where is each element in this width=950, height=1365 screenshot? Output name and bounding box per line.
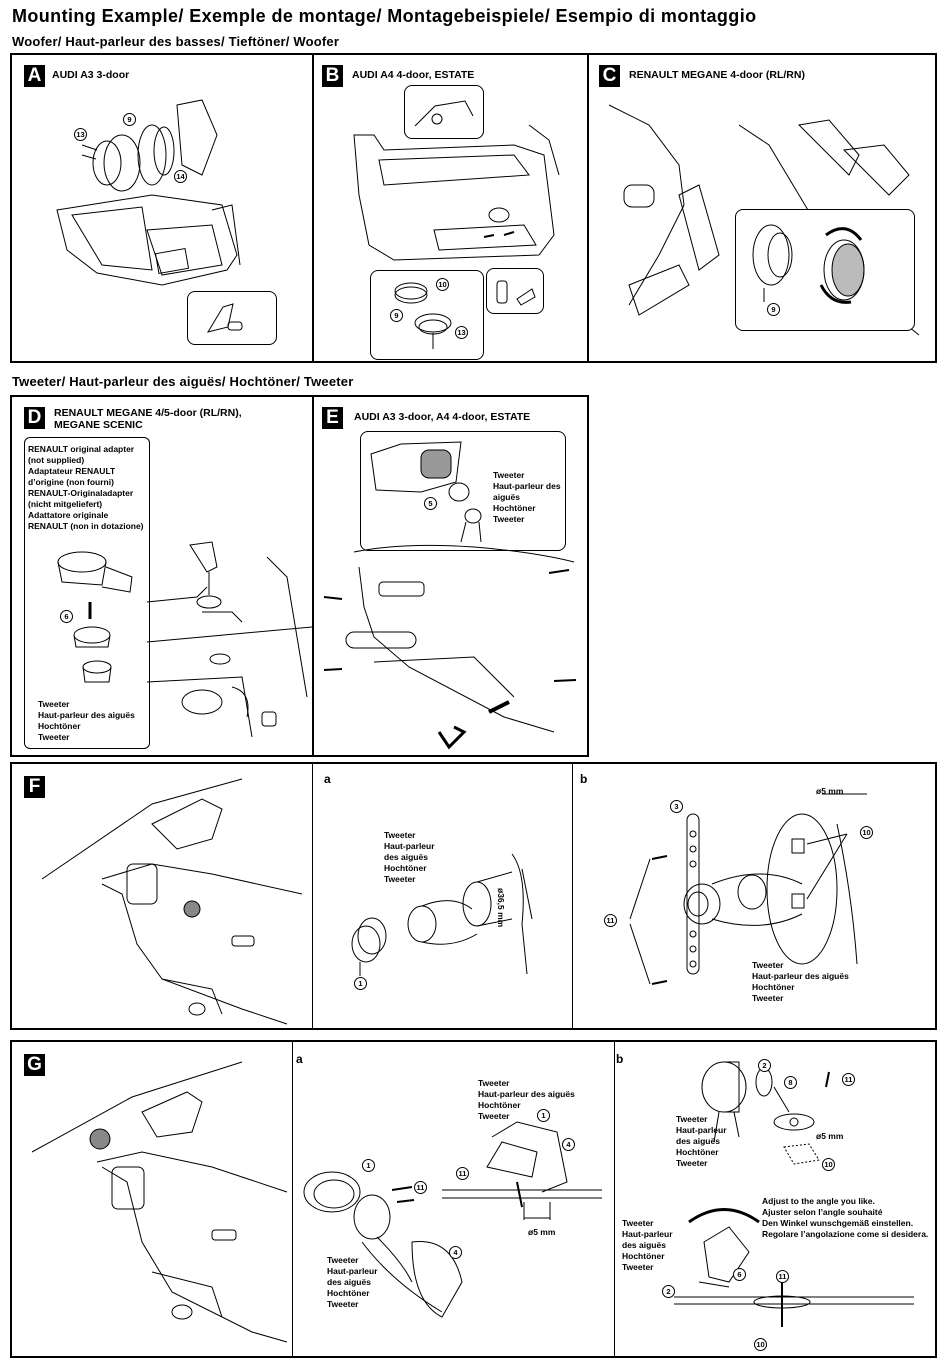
callout-4-bottom: 4 xyxy=(449,1246,462,1259)
panel-e: E AUDI A3 3-door, A4 4-door, ESTATE 5 Tw… xyxy=(312,395,589,757)
panel-f-car-interior xyxy=(41,778,303,1025)
panel-d-adapter-text: RENAULT original adapter (not supplied) … xyxy=(28,444,144,531)
callout-4-top: 4 xyxy=(562,1138,575,1151)
panel-e-tweeter-text: Tweeter Haut-parleur des aiguës Hochtöne… xyxy=(493,470,561,524)
panel-b-speaker-inset xyxy=(370,270,484,360)
panel-a-badge: A xyxy=(24,65,45,87)
panel-d-tweeter-text: Tweeter Haut-parleur des aiguës Hochtöne… xyxy=(38,699,135,742)
panel-d-badge: D xyxy=(24,407,45,429)
panel-d-title-line1: RENAULT MEGANE 4/5-door (RL/RN), xyxy=(54,407,242,419)
panel-g-a-top-tweeter-text: Tweeter Haut-parleur des aiguës Hochtöne… xyxy=(478,1078,575,1121)
panel-b-top-inset xyxy=(404,85,484,139)
panel-f-badge: F xyxy=(24,776,45,798)
callout-2-bottom: 2 xyxy=(662,1285,675,1298)
panel-g-a-bottom-tweeter-text: Tweeter Haut-parleur des aiguës Hochtöne… xyxy=(327,1255,378,1309)
panel-f-b-illustration xyxy=(629,793,867,985)
panel-f-sub-a: a xyxy=(324,772,331,786)
callout-10-b-top: 10 xyxy=(822,1158,835,1171)
callout-8: 8 xyxy=(784,1076,797,1089)
callout-9: 9 xyxy=(767,303,780,316)
panel-b-title: AUDI A4 4-door, ESTATE xyxy=(352,69,475,81)
panel-g-sub-a: a xyxy=(296,1052,303,1066)
panel-g: G a b Tweeter Haut-parleur des aiguës Ho… xyxy=(10,1040,937,1358)
panel-a-title: AUDI A3 3-door xyxy=(52,69,130,81)
panel-e-badge: E xyxy=(322,407,343,429)
panel-f: F a b Tweeter Haut-parleur des aiguës Ho… xyxy=(10,762,937,1030)
panel-g-b-illustration xyxy=(674,1061,914,1327)
callout-6-b: 6 xyxy=(733,1268,746,1281)
panel-e-inset xyxy=(360,431,566,551)
panel-b-small-inset xyxy=(486,268,544,314)
panel-g-a-illustration xyxy=(303,1121,602,1318)
panel-b-door xyxy=(353,124,560,261)
panel-f-a-tweeter-text: Tweeter Haut-parleur des aiguës Hochtöne… xyxy=(384,830,435,884)
callout-1-top: 1 xyxy=(537,1109,550,1122)
callout-5: 5 xyxy=(424,497,437,510)
panel-g-a-dimension: ø5 mm xyxy=(528,1227,556,1237)
callout-11-b-bottom: 11 xyxy=(776,1270,789,1283)
woofer-heading: Woofer/ Haut-parleur des basses/ Tieftön… xyxy=(12,34,340,49)
panel-c: C RENAULT MEGANE 4-door (RL/RN) 9 xyxy=(587,53,937,363)
panel-f-b-tweeter-text: Tweeter Haut-parleur des aiguës Hochtöne… xyxy=(752,960,849,1003)
panel-d-illustration xyxy=(57,541,312,738)
callout-9: 9 xyxy=(390,309,403,322)
panel-g-b-top-tweeter-text: Tweeter Haut-parleur des aiguës Hochtöne… xyxy=(676,1114,727,1168)
panel-f-b-dimension: ø5 mm xyxy=(816,786,844,796)
panel-g-b-adjust-text: Adjust to the angle you like. Ajuster se… xyxy=(762,1196,929,1239)
callout-3: 3 xyxy=(670,800,683,813)
panel-d-inset xyxy=(24,437,150,749)
panel-a-illustration xyxy=(56,99,241,286)
panel-g-b-bottom-tweeter-text: Tweeter Haut-parleur des aiguës Hochtöne… xyxy=(622,1218,673,1272)
panel-e-title: AUDI A3 3-door, A4 4-door, ESTATE xyxy=(354,411,531,423)
panel-d-title-line2: MEGANE SCENIC xyxy=(54,419,143,431)
panel-d: D RENAULT MEGANE 4/5-door (RL/RN), MEGAN… xyxy=(10,395,314,757)
page-title: Mounting Example/ Exemple de montage/ Mo… xyxy=(12,6,757,26)
panel-c-badge: C xyxy=(599,65,620,87)
panel-f-a-illustration xyxy=(351,853,533,976)
callout-10: 10 xyxy=(436,278,449,291)
callout-9: 9 xyxy=(123,113,136,126)
panel-a: A AUDI A3 3-door 13 9 14 xyxy=(10,53,314,363)
callout-1-bottom: 1 xyxy=(362,1159,375,1172)
panel-c-inset xyxy=(735,209,915,331)
panel-b-badge: B xyxy=(322,65,343,87)
callout-13: 13 xyxy=(455,326,468,339)
callout-10: 10 xyxy=(860,826,873,839)
tweeter-heading: Tweeter/ Haut-parleur des aiguës/ Hochtö… xyxy=(12,374,354,389)
callout-13: 13 xyxy=(74,128,87,141)
panel-g-sub-b: b xyxy=(616,1052,624,1066)
callout-14: 14 xyxy=(174,170,187,183)
panel-f-sub-b: b xyxy=(580,772,588,786)
panel-g-car-interior xyxy=(31,1061,288,1343)
callout-2-top: 2 xyxy=(758,1059,771,1072)
panel-b: B AUDI A4 4-door, ESTATE 10 9 13 xyxy=(312,53,589,363)
callout-11-bottom: 11 xyxy=(414,1181,427,1194)
callout-6: 6 xyxy=(60,610,73,623)
panel-e-door xyxy=(323,544,577,750)
callout-11-b-top: 11 xyxy=(842,1073,855,1086)
panel-a-inset xyxy=(187,291,277,345)
callout-11-top: 11 xyxy=(456,1167,469,1180)
panel-c-title: RENAULT MEGANE 4-door (RL/RN) xyxy=(629,69,805,81)
panel-g-b-dimension: ø5 mm xyxy=(816,1131,844,1141)
callout-11: 11 xyxy=(604,914,617,927)
callout-1: 1 xyxy=(354,977,367,990)
panel-g-badge: G xyxy=(24,1054,45,1076)
panel-f-a-dimension: ø36,5 mm xyxy=(496,888,506,928)
callout-10-b-bottom: 10 xyxy=(754,1338,767,1351)
